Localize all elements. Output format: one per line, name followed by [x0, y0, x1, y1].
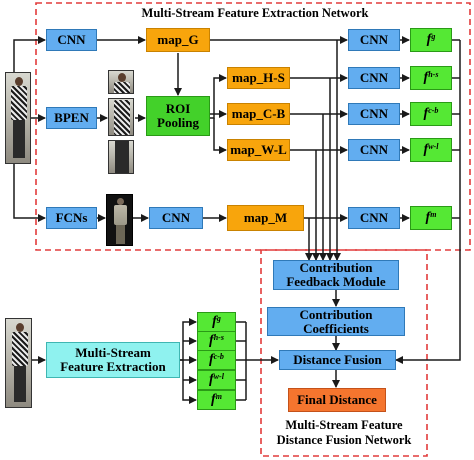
bottom-network-title: Multi-Stream Feature Distance Fusion Net…: [263, 418, 425, 448]
msfe-line2: Feature Extraction: [60, 359, 166, 374]
probe-person-figure: [10, 323, 30, 405]
multi-stream-feature-extraction-box: Multi-Stream Feature Extraction: [46, 342, 180, 378]
cnn-box-mask: CNN: [149, 207, 203, 229]
map-g-box: map_G: [146, 28, 210, 52]
map-cb-box: map_C-B: [227, 103, 290, 125]
input-person-image: [5, 72, 31, 164]
roi-pooling-box: ROI Pooling: [146, 96, 210, 136]
part-crop-body: [108, 98, 134, 136]
msfe-line1: Multi-Stream: [75, 345, 151, 361]
coef-line2: Coefficients: [303, 320, 369, 336]
contribution-coefficients: Contribution Coefficients: [267, 307, 405, 336]
roi-pooling-line2: Pooling: [157, 115, 199, 130]
cnn-box-cb: CNN: [348, 103, 400, 125]
part-crop-head-shoulder: [108, 70, 134, 94]
arrow-roi-maphs: [210, 74, 227, 119]
coef-line1: Contribution: [299, 306, 373, 322]
map-hs-box: map_H-S: [227, 67, 290, 89]
contribution-feedback-module: Contribution Feedback Module: [273, 260, 399, 290]
bottom-title-line1: Multi-Stream Feature: [285, 418, 403, 432]
bottom-title-line2: Distance Fusion Network: [276, 433, 412, 447]
cnn-box-m: CNN: [348, 207, 400, 229]
map-m-box: map_M: [227, 205, 304, 231]
cnn-box-wl: CNN: [348, 139, 400, 161]
final-distance-box: Final Distance: [288, 388, 386, 412]
bottom-network-border: [260, 249, 428, 457]
probe-person-image: [5, 318, 32, 408]
arrow-msfe-fwl: [182, 360, 197, 404]
distance-fusion-box: Distance Fusion: [279, 350, 396, 370]
cnn-box-g: CNN: [348, 29, 400, 51]
feedback-line2: Feedback Module: [286, 274, 386, 289]
feedback-line1: Contribution: [299, 260, 373, 276]
cnn-box-global: CNN: [46, 29, 97, 51]
person-figure: [9, 77, 29, 161]
top-network-title: Multi-Stream Feature Extraction Network: [141, 6, 369, 20]
arrow-bus-fusion: [395, 40, 461, 364]
map-wl-box: map_W-L: [227, 139, 290, 161]
fcns-box: FCNs: [46, 207, 97, 229]
connectors: [13, 36, 461, 404]
cnn-box-hs: CNN: [348, 67, 400, 89]
part-crop-legs: [108, 140, 134, 174]
arrow-roi-mapwl: [213, 118, 227, 154]
bpen-box: BPEN: [46, 107, 97, 129]
fcn-mask-image: [106, 194, 133, 246]
roi-pooling-line1: ROI: [165, 101, 191, 117]
